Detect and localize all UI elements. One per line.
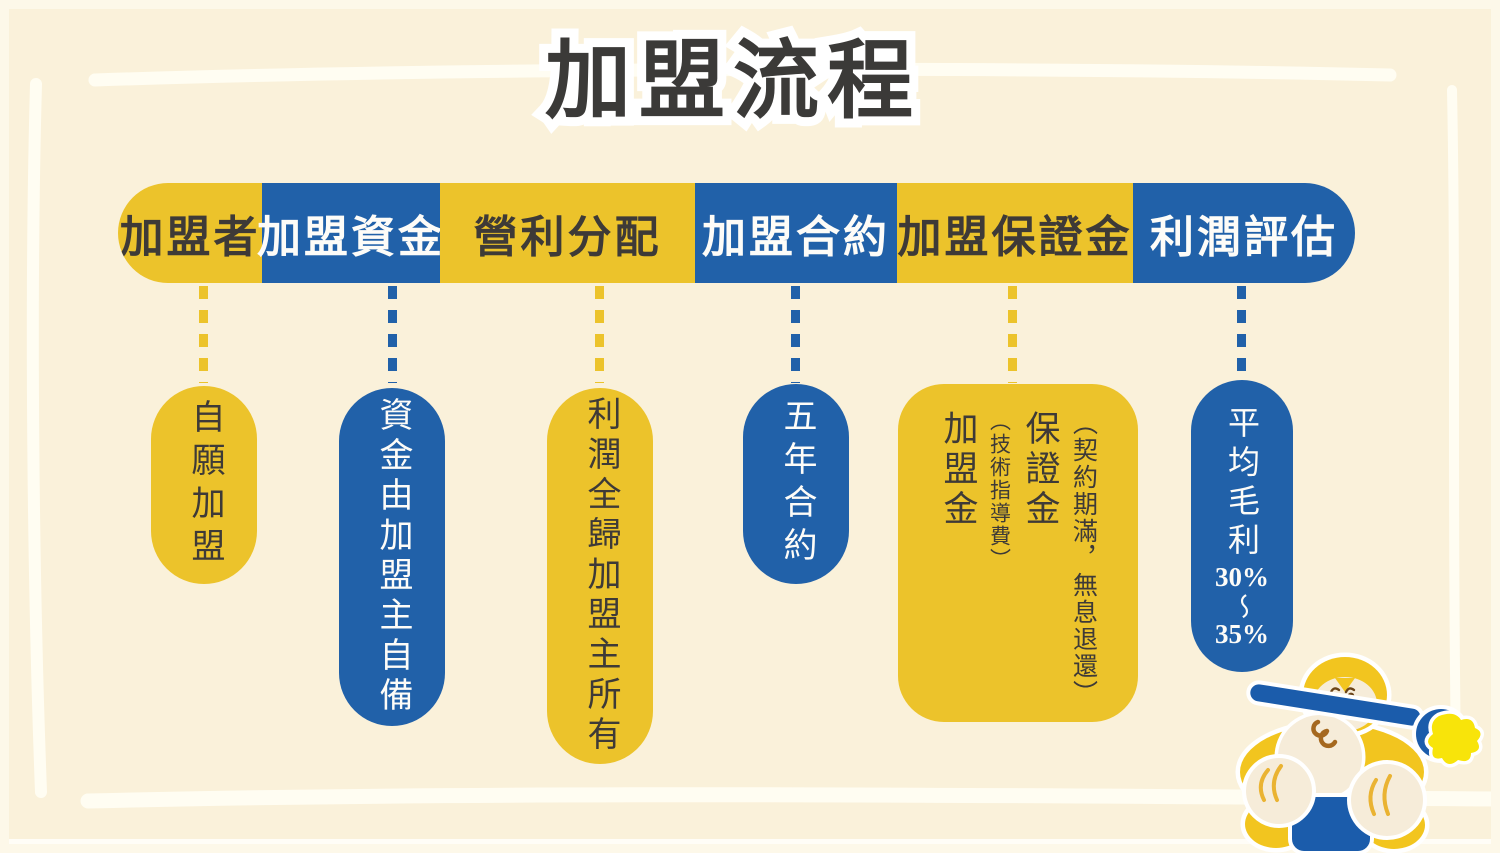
- page-title-text: 加盟流程 加盟流程: [536, 24, 922, 138]
- detail-text: （契約期滿，無息退還）: [1069, 410, 1097, 707]
- detail-text: （技術指導費）: [987, 410, 1012, 571]
- detail-capsule-franchisee: 自願加盟: [151, 386, 257, 584]
- step-segment-contract: 加盟合約: [695, 183, 897, 283]
- detail-text: 利潤全歸加盟主所有: [582, 396, 619, 756]
- page-title: 加盟流程 加盟流程: [0, 24, 1466, 146]
- detail-text: 平均毛利: [1224, 406, 1260, 562]
- step-segment-franchisee: 加盟者: [118, 183, 262, 283]
- detail-capsule-profit-estimate: 平均毛利 30% 〜 35%: [1191, 380, 1293, 672]
- detail-text: 資金由加盟主自備: [374, 397, 411, 717]
- connector-dash-6: [1237, 286, 1246, 383]
- step-segment-profit-sharing: 營利分配: [440, 183, 695, 283]
- tilde-glyph: 〜: [1228, 593, 1257, 620]
- connector-dash-4: [791, 286, 800, 383]
- detail-capsule-profit-sharing: 利潤全歸加盟主所有: [547, 388, 653, 764]
- step-segment-funds: 加盟資金: [257, 183, 442, 283]
- connector-dash-3: [595, 286, 604, 383]
- percent-from: 30%: [1215, 562, 1269, 592]
- detail-text: 五年合約: [778, 398, 815, 570]
- connector-dash-5: [1008, 286, 1017, 383]
- gorilla-painter-mascot-icon: [1235, 652, 1484, 853]
- detail-capsule-deposit: 加盟金 （技術指導費） 保證金 （契約期滿，無息退還）: [898, 384, 1138, 722]
- connector-dash-2: [388, 286, 397, 383]
- percent-to: 35%: [1215, 619, 1269, 650]
- deposit-text-columns: 加盟金 （技術指導費） 保證金 （契約期滿，無息退還）: [938, 384, 1097, 707]
- process-step-bar: 加盟者 加盟資金 營利分配 加盟合約 加盟保證金 利潤評估: [118, 183, 1355, 283]
- detail-text: 加盟金: [938, 410, 978, 530]
- detail-text: 保證金: [1020, 410, 1060, 530]
- step-segment-deposit: 加盟保證金: [897, 183, 1133, 283]
- detail-text: 自願加盟: [186, 399, 223, 571]
- connector-dash-1: [199, 286, 208, 383]
- detail-capsule-funds: 資金由加盟主自備: [339, 388, 445, 726]
- detail-capsule-contract: 五年合約: [743, 384, 849, 584]
- step-segment-profit-estimate: 利潤評估: [1133, 183, 1355, 283]
